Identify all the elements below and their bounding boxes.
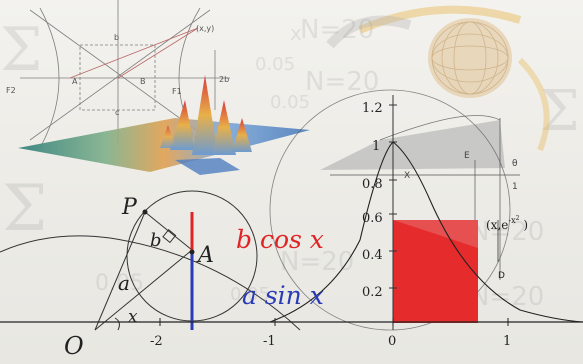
- surface-peak: [232, 118, 252, 152]
- hyperbola-diagram: [20, 0, 230, 149]
- svg-text:(x,e-x2): (x,e-x2): [486, 215, 528, 232]
- y-tick-label: 0.8: [362, 177, 383, 192]
- surface-peak: [160, 125, 176, 148]
- point-a-dot: [189, 249, 195, 255]
- b-cos-x-label: b cos x: [236, 225, 324, 254]
- vertex-a-label: A: [72, 77, 78, 86]
- watermark-text: 0.05: [255, 54, 295, 75]
- origin-label: O: [64, 332, 84, 360]
- sigma-watermark: Σ: [2, 172, 47, 246]
- y-tick-label: 0.6: [362, 211, 383, 226]
- sigma-watermark: Σ: [0, 15, 42, 85]
- watermark-text: N=20: [470, 282, 544, 312]
- surface-peak: [212, 100, 236, 155]
- a-side-label: a: [118, 271, 130, 295]
- angle-arc: [114, 317, 120, 331]
- x-tick-label: -2: [150, 334, 163, 349]
- y-tick-label: 1: [372, 139, 380, 154]
- molecule-sphere: [326, 5, 550, 152]
- angle-x-label: x: [128, 307, 138, 327]
- surface-peak: [170, 100, 195, 150]
- b-label: b: [114, 33, 119, 42]
- shaded-sector: [320, 120, 505, 170]
- theta-label: θ: [512, 159, 518, 169]
- a-sin-x-label: a sin x: [242, 281, 324, 310]
- segment-oa: [94, 211, 146, 331]
- y-tick-labels: 0.2 0.4 0.6 0.8 1 1.2: [362, 101, 383, 300]
- point-p-label: P: [121, 195, 138, 220]
- triangle-diagram: [0, 190, 301, 331]
- focal-line: [69, 27, 199, 79]
- gaussian-curve: [269, 141, 583, 323]
- x-tick-label: 0: [388, 334, 396, 349]
- watermark-text: N=20: [305, 67, 379, 97]
- point-a-label: A: [196, 243, 214, 268]
- large-arc: [0, 235, 301, 331]
- watermark-text: 0.05: [270, 92, 310, 113]
- point-label-close: ): [523, 218, 528, 232]
- watermark-text: N=20: [280, 247, 354, 277]
- point-exponent-power: 2: [516, 215, 520, 222]
- hyperbola-left-branch: [39, 7, 60, 149]
- x-tick-labels: -2 -1 0 1: [150, 334, 511, 349]
- b-side-label: b: [150, 230, 162, 251]
- segment-pa: [144, 211, 193, 251]
- segment-oa-point: [94, 249, 193, 331]
- asymptote: [29, 9, 211, 141]
- two-b-label: 2b: [219, 75, 229, 84]
- y-tick-label: 0.4: [362, 248, 383, 263]
- hyperbola-box: [79, 44, 156, 111]
- watermark-text: 0.05: [95, 271, 144, 296]
- f2-label: F2: [6, 86, 16, 95]
- watermark-text: N=20: [470, 217, 544, 247]
- watermark-text: N=20: [300, 15, 374, 45]
- surface-peak: [192, 75, 218, 155]
- point-p-dot: [142, 209, 148, 215]
- point-xy-label: (x,y): [196, 24, 214, 33]
- e-label: E: [464, 151, 470, 161]
- y-tick-label: 0.2: [362, 285, 383, 300]
- focal-line: [117, 27, 199, 79]
- c-label: c: [115, 108, 119, 117]
- one-label: 1: [512, 182, 518, 192]
- x-tick-label: 1: [503, 334, 511, 349]
- f1-label: F1: [172, 87, 182, 96]
- point-annotation: (x,e-x2) D: [486, 215, 528, 281]
- watermark-text: x: [290, 21, 302, 45]
- y-tick-label: 1.2: [362, 101, 383, 116]
- point-exponent: -x: [508, 216, 516, 225]
- right-angle-mark: [162, 229, 177, 244]
- gaussian-plot: [269, 95, 583, 330]
- unit-circle-labels: X E θ 1: [404, 151, 518, 192]
- sigma-watermark: Σ: [540, 79, 580, 144]
- hyperbola-labels: (x,y) b 2b F2 A B F1 c: [6, 24, 229, 117]
- 3d-surface-plot: [18, 75, 310, 175]
- triangle-labels: P b A a x O b cos x a sin x: [64, 195, 324, 360]
- vertex-b-label: B: [140, 77, 146, 86]
- x-tick-label: -1: [263, 334, 276, 349]
- point-label: (x,e: [486, 218, 508, 232]
- d-label: D: [498, 271, 505, 281]
- x-label: X: [404, 171, 410, 181]
